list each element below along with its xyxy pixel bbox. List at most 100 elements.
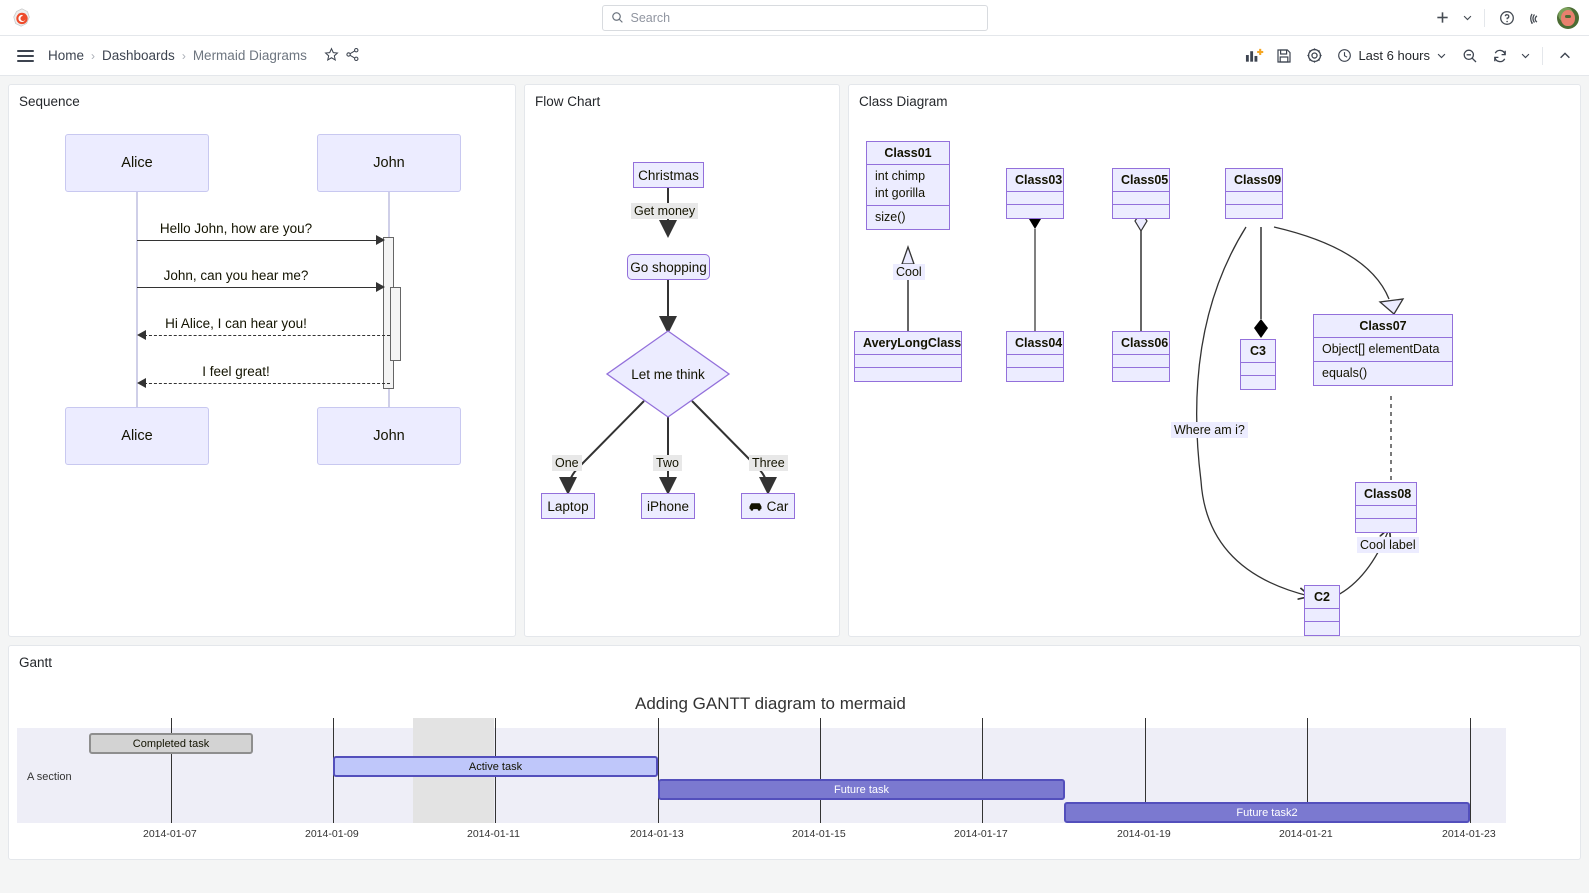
divider: [1542, 46, 1543, 65]
actor-label: Alice: [121, 155, 153, 171]
message-line-1: [137, 240, 381, 241]
dashboard-toolbar: Home › Dashboards › Mermaid Diagrams: [0, 36, 1589, 76]
gantt-gridline: [820, 718, 821, 823]
class-box-class06: Class06: [1112, 331, 1170, 382]
panel-title-flow-chart: Flow Chart: [535, 94, 601, 109]
gantt-axis-tick: 2014-01-07: [143, 828, 197, 840]
new-dropdown[interactable]: [1458, 4, 1476, 32]
panel-sequence[interactable]: Sequence Alice John Hello John, how are …: [8, 84, 516, 637]
save-dashboard-button[interactable]: [1270, 42, 1298, 70]
flow-chart-diagram: Christmas Get money Go shopping Let me t…: [525, 109, 839, 632]
class-attribute: int chimp: [875, 169, 926, 183]
refresh-button[interactable]: [1486, 42, 1514, 70]
class-name: AveryLongClass: [855, 332, 961, 355]
message-arrow-4: [137, 378, 146, 388]
breadcrumb-dashboards[interactable]: Dashboards: [102, 48, 175, 63]
hamburger-menu-icon[interactable]: [10, 41, 40, 71]
help-button[interactable]: [1493, 4, 1521, 32]
breadcrumb-separator: ›: [181, 48, 186, 63]
panel-class-diagram[interactable]: Class Diagram: [848, 84, 1581, 637]
zoom-out-time-range-button[interactable]: [1456, 42, 1484, 70]
time-range-label: Last 6 hours: [1358, 48, 1430, 63]
class-methods: equals(): [1314, 362, 1452, 385]
class-box-class09: Class09: [1225, 168, 1283, 219]
gantt-gridline: [1470, 718, 1471, 823]
help-circle-icon: [1500, 10, 1514, 25]
dashboard-settings-button[interactable]: [1300, 42, 1328, 70]
class-methods: [1356, 519, 1416, 532]
class-name: C3: [1241, 340, 1275, 363]
class-method: size(): [875, 209, 906, 224]
class-relation-label-cool-label: Cool label: [1357, 537, 1419, 553]
profile-avatar[interactable]: [1557, 6, 1579, 29]
time-range-picker[interactable]: Last 6 hours: [1330, 44, 1454, 67]
breadcrumb-home[interactable]: Home: [48, 48, 85, 63]
class-box-class08: Class08: [1355, 482, 1417, 533]
flow-node-label: iPhone: [646, 498, 690, 514]
class-methods: size(): [867, 206, 949, 229]
car-icon: [749, 502, 762, 511]
gantt-bar-future-task2[interactable]: Future task2: [1064, 802, 1470, 823]
dashboard-canvas: Sequence Alice John Hello John, how are …: [0, 76, 1589, 868]
dashboard-row-1: Sequence Alice John Hello John, how are …: [8, 84, 1581, 637]
actor-label: John: [373, 155, 405, 171]
actor-alice-top: Alice: [65, 134, 209, 192]
class-box-class05: Class05: [1112, 168, 1170, 219]
message-line-2: [137, 287, 381, 288]
class-box-c3: C3: [1240, 339, 1276, 390]
class-box-averylongclass: AveryLongClass: [854, 331, 962, 382]
panel-gantt[interactable]: Gantt Adding GANTT diagram to mermaid 20…: [8, 645, 1581, 860]
gantt-axis-tick: 2014-01-23: [1442, 828, 1496, 840]
class-name: Class03: [1007, 169, 1063, 192]
search-input[interactable]: Search: [601, 4, 988, 31]
sequence-diagram: Alice John Hello John, how are you? John…: [9, 109, 515, 632]
gantt-axis-tick: 2014-01-17: [954, 828, 1008, 840]
gantt-gridline: [171, 718, 172, 823]
gantt-axis-tick: 2014-01-09: [305, 828, 359, 840]
grafana-logo-icon[interactable]: [0, 7, 44, 29]
gantt-bar-active-task[interactable]: Active task: [333, 756, 658, 777]
star-icon[interactable]: [324, 46, 339, 65]
gantt-bar-completed-task[interactable]: Completed task: [89, 733, 253, 754]
chevron-down-icon: [1521, 53, 1529, 59]
message-arrow-2: [376, 282, 385, 292]
news-button[interactable]: [1523, 4, 1551, 32]
class-name: Class01: [867, 142, 949, 165]
share-icon[interactable]: [345, 47, 360, 65]
message-label-2: John, can you hear me?: [163, 268, 309, 283]
message-line-4: [144, 383, 390, 384]
gantt-axis-tick: 2014-01-11: [467, 828, 520, 840]
collapse-toolbar-button[interactable]: [1551, 42, 1579, 70]
class-methods: [1241, 376, 1275, 389]
gantt-bar-label: Active task: [468, 760, 523, 773]
actor-john-bottom: John: [317, 407, 461, 465]
panel-flow-chart[interactable]: Flow Chart Christmas: [524, 84, 840, 637]
class-box-class01: Class01 int chimp int gorilla size(): [866, 141, 950, 230]
plus-icon: [1436, 12, 1448, 23]
panel-title-class-diagram: Class Diagram: [859, 94, 948, 109]
class-relation-label-cool: Cool: [893, 264, 925, 280]
gantt-gridline: [1145, 718, 1146, 823]
flow-node-laptop: Laptop: [541, 493, 595, 519]
class-box-class07: Class07 Object[] elementData equals(): [1313, 314, 1453, 386]
flow-edge-label-two: Two: [653, 455, 682, 471]
activation-bar-john-2: [390, 287, 401, 361]
class-box-c2: C2: [1304, 585, 1340, 636]
gantt-bar-label: Future task2: [1236, 806, 1298, 819]
search-bar[interactable]: Search: [601, 4, 988, 31]
refresh-interval-dropdown[interactable]: [1516, 42, 1534, 70]
search-placeholder: Search: [630, 10, 671, 25]
gantt-bar-future-task[interactable]: Future task: [658, 779, 1065, 800]
breadcrumb-separator: ›: [91, 48, 96, 63]
message-line-3: [144, 335, 390, 336]
refresh-icon: [1494, 49, 1506, 62]
top-navigation-bar: Search: [0, 0, 1589, 36]
panel-title-gantt: Gantt: [19, 655, 53, 670]
new-button[interactable]: [1428, 4, 1456, 32]
add-panel-button[interactable]: [1240, 42, 1268, 70]
breadcrumb-mermaid-diagrams[interactable]: Mermaid Diagrams: [192, 48, 307, 63]
lifeline-alice: [136, 169, 138, 451]
flow-node-car: Car: [741, 493, 795, 519]
class-attribute: int gorilla: [875, 185, 926, 200]
add-panel-icon: [1245, 48, 1264, 62]
